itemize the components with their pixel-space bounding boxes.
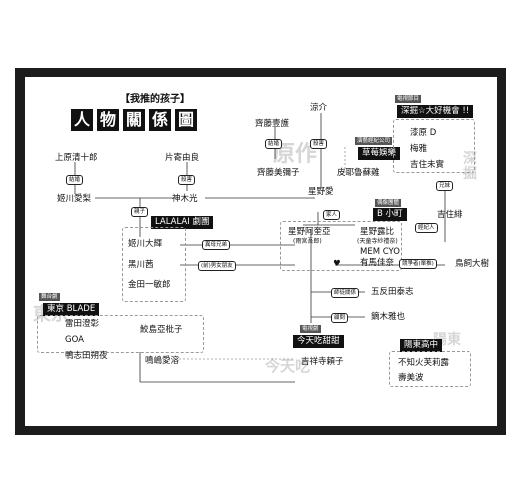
group-deepmind: 深掘☆大好機會 !!: [397, 105, 474, 118]
person-kawamura: 皮耶魯蘇雞: [337, 168, 380, 178]
title-char-2: 物: [97, 109, 119, 131]
tag-stage: 舞台劇: [39, 293, 60, 301]
tag-strawberry: 演藝經紀公司: [355, 137, 393, 145]
deepmind-box: [393, 119, 475, 173]
title-subtitle: 【我推的孩子】: [120, 94, 190, 105]
person-raimu: 雷田澄彰: [65, 319, 100, 329]
person-aqua: 星野阿奎亞: [288, 227, 331, 237]
hoshino-box: [280, 221, 402, 271]
yoto-box: [389, 351, 471, 387]
tag-b-komachi: 偶像團體: [375, 199, 402, 207]
person-yuki: 鳥飼大樹: [455, 259, 490, 269]
relation-mentor: 經紀人: [415, 223, 438, 233]
diagram-panel: 原作 深掘 東京 今天吃 陽東: [25, 77, 497, 426]
group-b-komachi: B 小町: [373, 208, 407, 221]
relation-marriage-1: 結婚: [66, 175, 84, 185]
person-himekawa-airi: 姬川愛梨: [57, 194, 92, 204]
person-himekawa-taiki: 姬川大輝: [128, 239, 163, 249]
tag-kyou-ama: 電視劇: [300, 325, 321, 333]
group-lalalai: LALALAI 劇團: [151, 216, 214, 229]
person-sudo: 鴨志田朔夜: [65, 351, 108, 361]
group-strawberry: 草莓娛樂: [358, 147, 401, 160]
person-samejima: 鮫島亞枇子: [140, 325, 183, 335]
title-char-4: 係: [149, 109, 171, 131]
relation-fake-siblings: 異母兄弟: [202, 240, 231, 250]
person-kotobuki: 壽美波: [398, 373, 424, 383]
relation-rival: 競爭者(單推): [399, 259, 437, 269]
person-kamihara: 上原清十郎: [55, 153, 98, 163]
relation-children: 親子: [131, 207, 149, 217]
relation-marriage-2: 結婚: [265, 139, 283, 149]
person-ruby: 星野露比: [360, 227, 395, 237]
person-saito-miyako: 齊藤美彌子: [257, 168, 300, 178]
person-goa: GOA: [65, 335, 84, 345]
person-kichijo: 吉住未實: [410, 160, 445, 170]
person-katayose: 片寄由良: [165, 153, 200, 163]
person-yoshizumi: 吉住緋: [437, 210, 463, 220]
person-narushima: 鳴嶋愛溶: [145, 356, 180, 366]
relation-director: 師徒關係: [331, 288, 360, 298]
relation-murder-1: 殺害: [178, 175, 196, 185]
relation-family: 家人: [323, 210, 341, 220]
title-char-1: 人: [71, 109, 93, 131]
group-tokyo-blade: 東京 BLADE: [43, 303, 100, 316]
person-hoshino-ai: 星野愛: [308, 187, 334, 197]
person-kana: 有馬佳奈: [360, 258, 395, 268]
person-memcho: MEM CYO: [360, 247, 400, 257]
person-kaneda: 金田一敏郎: [128, 280, 171, 290]
tag-deepmind: 電視節目: [395, 95, 422, 103]
heart-icon: ♥: [333, 259, 341, 269]
relation-brothers: 兄妹: [436, 181, 454, 191]
person-meiya: 梅雅: [410, 144, 428, 154]
title-char-3: 關: [123, 109, 145, 131]
tokyo-blade-box: [37, 315, 204, 353]
person-kurokawa: 黑川茜: [128, 260, 154, 270]
watermark-1: 原作: [273, 142, 318, 167]
person-kotobuki-dd: 漆原 D: [410, 128, 437, 138]
relation-murder-2: 殺害: [310, 139, 328, 149]
watermark-4: 今天吃: [265, 357, 311, 375]
relation-coworker: 顧問: [331, 313, 349, 323]
lalalai-box: [122, 227, 186, 302]
person-kichijoji: 吉祥寺頼子: [301, 357, 344, 367]
group-kyou-ama: 今天吃甜甜: [293, 335, 344, 348]
person-ruby-note: (天童寺紗禮奈): [357, 238, 398, 245]
person-ryosuke: 涼介: [310, 103, 328, 113]
relation-ex-partner: (前)男女朋友: [198, 261, 236, 271]
person-kamiki: 神木光: [172, 194, 198, 204]
person-gotanda: 五反田泰志: [371, 287, 414, 297]
person-aqua-note: (雨宮吾郎): [293, 238, 322, 245]
person-fuuwa: 不知火芙莉露: [398, 358, 450, 368]
group-yoto: 陽東高中: [400, 339, 443, 352]
title-char-5: 圖: [175, 109, 197, 131]
person-saito-goro: 齊藤壹護: [255, 119, 290, 129]
diagram-frame: 原作 深掘 東京 今天吃 陽東: [15, 68, 506, 435]
person-kaburagi: 鏑木雅也: [371, 312, 406, 322]
